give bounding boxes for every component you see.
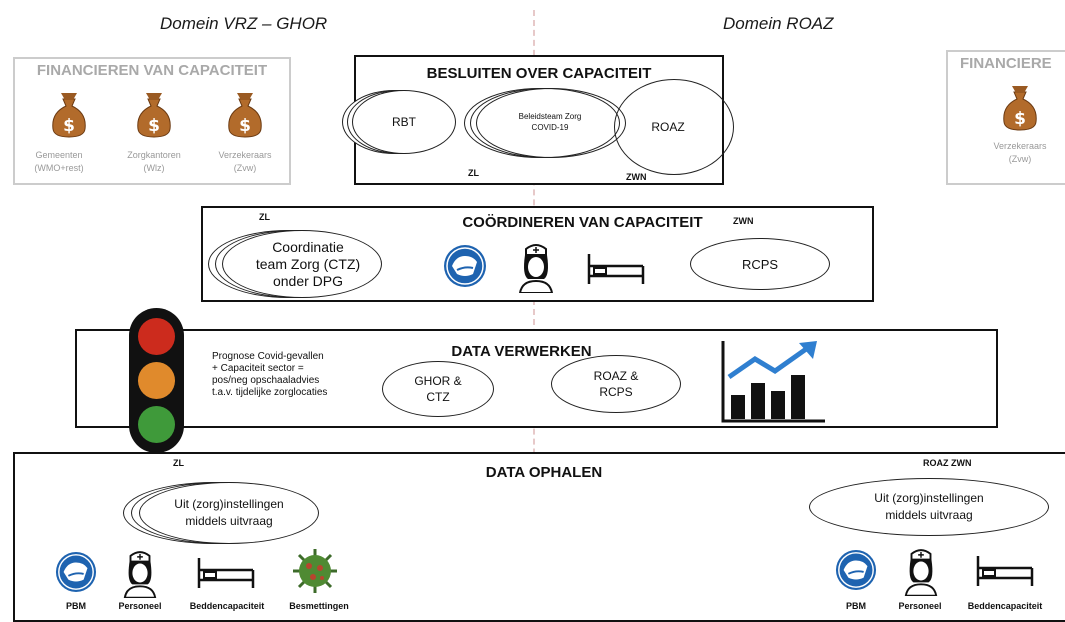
svg-text:$: $ (1014, 109, 1026, 129)
roaz-ellipse (614, 79, 734, 175)
uitvraag-left-ellipse (139, 482, 319, 544)
personeel-label: Personeel (898, 601, 942, 611)
virus-icon (293, 549, 337, 593)
domain-right-title: Domein ROAZ (723, 14, 834, 33)
mask-icon (55, 551, 97, 593)
money-bag-icon: $ (1003, 86, 1037, 131)
zwn-label: ZWN (733, 216, 754, 226)
rbt-ellipse (352, 90, 456, 154)
nurse-icon (518, 244, 554, 293)
besluiten-panel: BESLUITEN OVER CAPACITEIT RBT Beleidstea… (342, 55, 734, 185)
money-bag-icon: $ (52, 93, 86, 138)
bed-icon (197, 558, 255, 588)
coordineren-panel: COÖRDINEREN VAN CAPACITEIT ZL ZWN Coordi… (201, 206, 874, 302)
beddencapaciteit-label: Beddencapaciteit (967, 601, 1043, 611)
ghor-ctz-label: GHOR &CTZ (414, 374, 462, 404)
traffic-light-red (138, 318, 175, 355)
rcps-label: RCPS (741, 256, 779, 272)
uitvraag-right-ellipse (809, 478, 1049, 536)
funder-label: Verzekeraars(Zvw) (993, 141, 1047, 164)
nurse-icon (904, 549, 938, 596)
beddencapaciteit-label: Beddencapaciteit (189, 601, 265, 611)
traffic-light-orange (138, 362, 175, 399)
zl-label: ZL (468, 168, 479, 178)
traffic-light-green (138, 406, 175, 443)
ctz-ellipse (222, 230, 382, 298)
ghor-ctz-ellipse (382, 361, 494, 417)
roaz-zwn-label: ROAZ ZWN (923, 458, 972, 468)
ophalen-title: DATA OPHALEN (485, 464, 603, 481)
nurse-icon (123, 551, 157, 598)
domain-divider (533, 10, 535, 614)
mask-icon (444, 245, 486, 287)
ophalen-panel: DATA OPHALEN ZL ROAZ ZWN Uit (zorg)inste… (13, 452, 1065, 622)
growth-chart-icon (721, 341, 825, 423)
zl-label: ZL (173, 458, 184, 468)
money-bag-icon: $ (228, 93, 262, 138)
besluiten-title: BESLUITEN OVER CAPACITEIT (426, 65, 652, 82)
prognose-note: Prognose Covid-gevallen+ Capaciteit sect… (212, 351, 328, 398)
svg-text:$: $ (148, 116, 160, 136)
roaz-label: ROAZ (651, 120, 685, 134)
financieren-left-title: FINANCIEREN VAN CAPACITEIT (36, 62, 268, 79)
roaz-rcps-label: ROAZ &RCPS (593, 369, 639, 399)
mask-icon (835, 549, 877, 591)
coordineren-title: COÖRDINEREN VAN CAPACITEIT (462, 214, 703, 231)
bed-icon (976, 556, 1034, 586)
zwn-label: ZWN (626, 172, 647, 182)
verwerken-panel: DATA VERWERKEN Prognose Covid-gevallen+ … (75, 329, 998, 428)
svg-text:$: $ (63, 116, 75, 136)
roaz-rcps-ellipse (551, 355, 681, 413)
financieren-left-box: FINANCIEREN VAN CAPACITEIT $ $ $ Gemeent… (13, 57, 291, 185)
besmettingen-label: Besmettingen (289, 601, 349, 611)
domain-left-title: Domein VRZ – GHOR (160, 14, 328, 33)
funder-label: Zorgkantoren(Wlz) (127, 150, 181, 173)
svg-text:$: $ (239, 116, 251, 136)
financieren-right-title: FINANCIERE (960, 55, 1052, 72)
financieren-right-box: FINANCIERE $ Verzekeraars(Zvw) (946, 50, 1065, 185)
bed-icon (587, 254, 645, 284)
verwerken-title: DATA VERWERKEN (451, 343, 592, 360)
funder-label: Verzekeraars(Zvw) (218, 150, 272, 173)
rbt-label: RBT (392, 115, 416, 129)
funder-label: Gemeenten(WMO+rest) (34, 150, 84, 173)
money-bag-icon: $ (137, 93, 171, 138)
rcps-ellipse (690, 238, 830, 290)
pbm-label: PBM (66, 601, 86, 611)
pbm-label: PBM (846, 601, 866, 611)
personeel-label: Personeel (118, 601, 162, 611)
traffic-light-icon (129, 308, 184, 453)
zl-label: ZL (259, 212, 270, 222)
